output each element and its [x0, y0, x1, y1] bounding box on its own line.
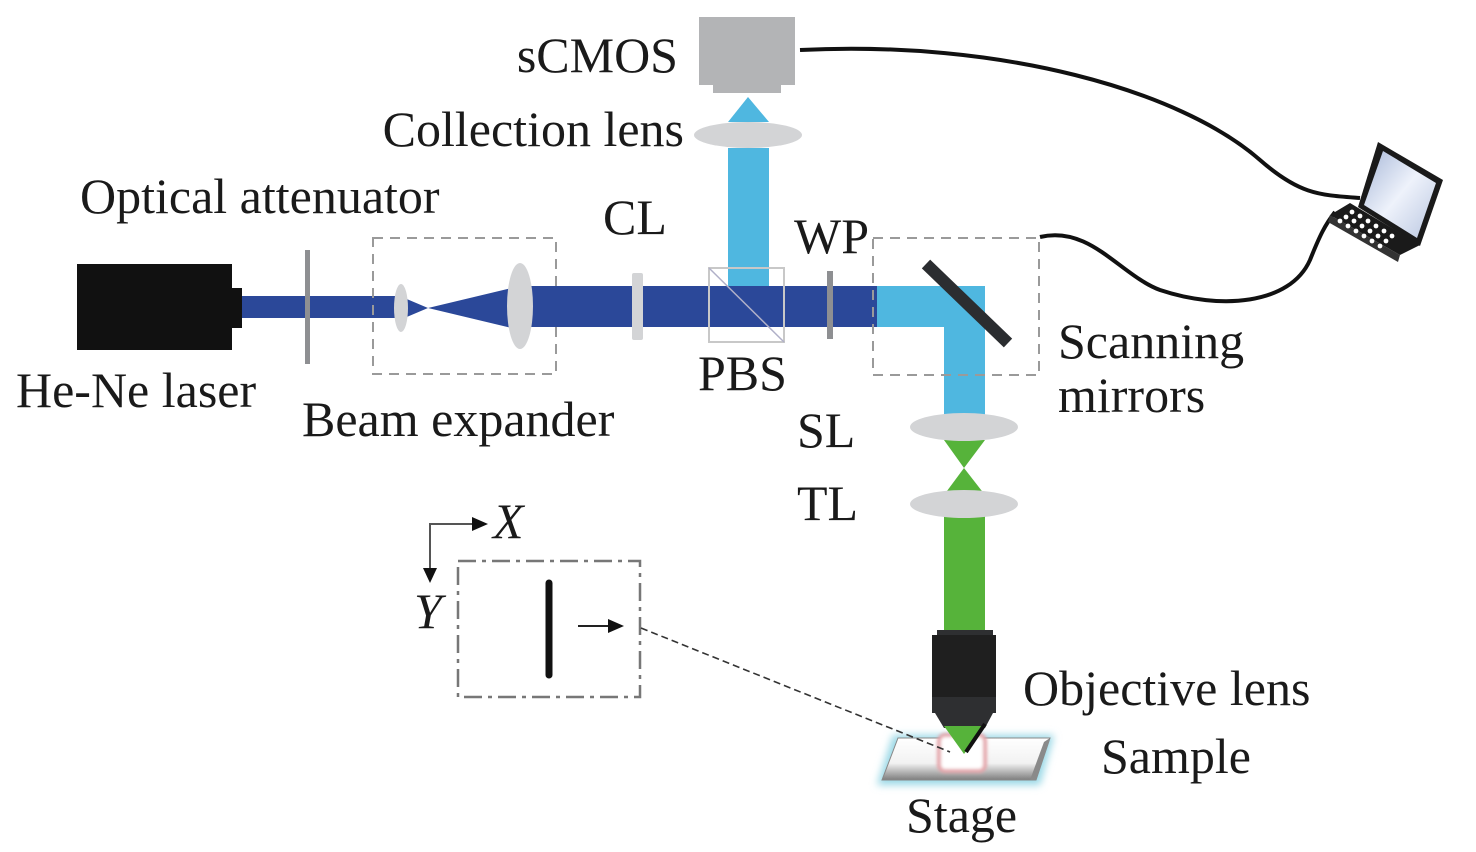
- tl-label: TL: [797, 475, 858, 531]
- sl-lens: [910, 413, 1018, 441]
- laptop-icon: [1328, 142, 1443, 262]
- laser-label: He-Ne laser: [16, 362, 256, 418]
- collection-lens-label: Collection lens: [383, 101, 684, 157]
- axis-x-label: X: [491, 493, 526, 549]
- beam-expand-cone: [428, 286, 520, 330]
- tl-lens: [910, 490, 1018, 518]
- objective-lens-label: Objective lens: [1023, 660, 1310, 716]
- beam-focus-cone: [402, 297, 428, 319]
- attenuator-icon: [305, 250, 310, 364]
- collection-lens: [694, 122, 802, 148]
- wp-plate: [827, 271, 833, 339]
- inset-connector-line: [640, 627, 951, 753]
- expander-lens-large: [507, 263, 533, 349]
- cl-lens: [632, 273, 643, 340]
- expander-lens-small: [394, 284, 408, 332]
- objective-lens-icon: [932, 630, 996, 754]
- scan-direction-arrow-icon: [578, 619, 624, 633]
- axis-icon: [423, 517, 488, 583]
- beam-to-camera-tip: [728, 97, 769, 122]
- scanning-mirrors-label-1: Scanning: [1058, 313, 1244, 369]
- pbs-label: PBS: [698, 345, 787, 401]
- attenuator-label: Optical attenuator: [80, 168, 440, 224]
- axis-y-label: Y: [414, 583, 447, 639]
- beam-green-cone-top: [944, 440, 985, 468]
- beam-wide-dark: [520, 286, 880, 327]
- laser-icon: [77, 264, 242, 350]
- scanning-mirrors-label-2: mirrors: [1058, 367, 1205, 423]
- beam-expander-label: Beam expander: [302, 391, 615, 447]
- pbs-cube: [708, 267, 785, 343]
- scanning-mirror-icon: [921, 259, 1013, 348]
- sl-label: SL: [797, 402, 855, 458]
- stage-label: Stage: [906, 787, 1017, 843]
- wp-label: WP: [794, 208, 869, 264]
- cl-label: CL: [603, 189, 667, 245]
- beam-green: [944, 505, 985, 635]
- scmos-label: sCMOS: [517, 27, 678, 83]
- beam-narrow: [242, 296, 402, 318]
- camera-icon: [699, 17, 795, 93]
- beam-green-cone-bottom: [944, 468, 985, 495]
- sample-label: Sample: [1101, 728, 1251, 784]
- scanner-cable: [1039, 210, 1337, 304]
- scan-inset-box: [456, 559, 642, 699]
- beam-expander-box: [372, 237, 557, 375]
- camera-cable: [799, 46, 1361, 200]
- beam-to-camera: [728, 148, 769, 286]
